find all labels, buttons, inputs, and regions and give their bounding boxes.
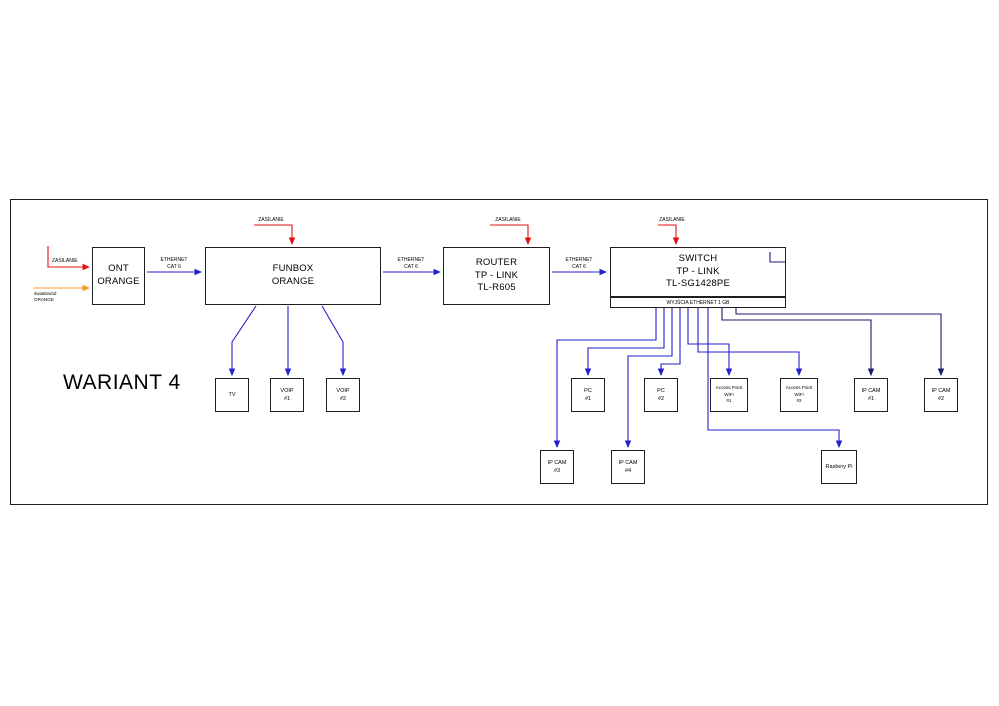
device-pc2-line2: #2 — [657, 396, 665, 402]
ont-label-line2: ORANGE — [97, 276, 140, 287]
fiber-label-line1: światłowód — [34, 291, 57, 296]
device-voip2-line1: VOIP — [336, 387, 350, 394]
power-wire-funbox — [254, 224, 296, 246]
power-wire-ont — [47, 246, 91, 271]
switch-ports-label: WYJŚCIA ETHERNET 1 GB — [666, 299, 730, 306]
power-label-ont: ZASILANIE — [52, 258, 92, 265]
power-label-router: ZASILANIE — [488, 217, 528, 224]
fiber-label-line2: ORANGE — [34, 296, 54, 302]
device-pc1: PC #1 — [571, 378, 605, 412]
device-ipcam2-line2: #2 — [937, 396, 945, 402]
router-label-line2: TP - LINK — [474, 269, 519, 281]
eth-label-router-switch: ETHERNET CAT 6 — [554, 257, 604, 270]
wire-switch-raspi — [707, 308, 843, 449]
eth-label-1-line2: CAT 6 — [167, 263, 181, 270]
device-pc2: PC #2 — [644, 378, 678, 412]
wire-switch-ipcam4 — [624, 308, 673, 449]
wire-switch-pc2 — [657, 308, 681, 377]
diagram-title: WARIANT 4 — [63, 371, 181, 394]
eth-label-2-line1: ETHERNET — [397, 257, 425, 263]
device-ipcam3-line2: #3 — [553, 468, 561, 474]
device-voip2-line2: #2 — [339, 396, 347, 402]
power-wire-switch — [658, 224, 680, 246]
device-ap1-line3: #1 — [726, 398, 732, 404]
eth-label-3-line1: ETHERNET — [565, 257, 593, 263]
wire-switch-ap2 — [697, 308, 803, 377]
funbox-label-line1: FUNBOX — [272, 263, 314, 275]
wire-switch-ipcam1 — [721, 308, 875, 377]
device-pc2-line1: PC — [657, 387, 665, 394]
power-wire-router — [490, 224, 532, 246]
switch-ports-strip: WYJŚCIA ETHERNET 1 GB — [610, 297, 786, 308]
power-label-ont-text: ZASILANIE — [52, 258, 78, 264]
ont-label-line1: ONT — [108, 263, 129, 275]
device-pc1-line2: #1 — [584, 396, 592, 402]
device-voip1: VOIP #1 — [270, 378, 304, 412]
wire-funbox-tv — [228, 305, 257, 377]
switch-label-line1: SWITCH — [678, 252, 718, 264]
device-voip1-line2: #1 — [283, 396, 291, 402]
power-label-switch: ZASILANIE — [652, 217, 692, 224]
eth-label-ont-funbox: ETHERNET CAT 6 — [149, 257, 199, 270]
switch-box: SWITCH TP - LINK TL-SG1428PE — [610, 247, 786, 297]
switch-label-line3: TL-SG1428PE — [666, 278, 730, 290]
device-voip2: VOIP #2 — [326, 378, 360, 412]
eth-label-3-line2: CAT 6 — [572, 263, 586, 270]
device-ap1: Access Point WiFi #1 — [710, 378, 748, 412]
eth-label-2-line2: CAT 6 — [404, 263, 418, 270]
wire-switch-pc1 — [584, 308, 665, 377]
eth-label-funbox-router: ETHERNET CAT 6 — [386, 257, 436, 270]
device-ipcam4: IP CAM #4 — [611, 450, 645, 484]
device-raspi-label: Rasbery Pi — [825, 463, 853, 470]
device-ipcam4-line2: #4 — [624, 468, 632, 474]
power-label-funbox-text: ZASILANIE — [258, 217, 284, 223]
device-ap1-line1: Access Point — [715, 385, 743, 391]
device-ipcam3-line1: IP CAM — [547, 459, 567, 466]
device-ipcam2: IP CAM #2 — [924, 378, 958, 412]
router-label-line3: TL-R605 — [477, 282, 516, 294]
device-ipcam1-line1: IP CAM — [861, 387, 881, 394]
wire-switch-ipcam3 — [553, 308, 657, 449]
device-ap1-line2: WiFi — [724, 391, 734, 397]
device-ipcam3: IP CAM #3 — [540, 450, 574, 484]
power-label-switch-text: ZASILANIE — [659, 217, 685, 223]
device-pc1-line1: PC — [584, 387, 592, 394]
device-ipcam1: IP CAM #1 — [854, 378, 888, 412]
funbox-box: FUNBOX ORANGE — [205, 247, 381, 305]
fiber-label: światłowód ORANGE — [34, 291, 82, 303]
device-ipcam1-line2: #1 — [867, 396, 875, 402]
router-box: ROUTER TP - LINK TL-R605 — [443, 247, 550, 305]
device-ap2-line1: Access Point — [785, 385, 813, 391]
funbox-label-line2: ORANGE — [271, 276, 315, 287]
wire-funbox-voip2 — [321, 305, 347, 377]
device-ap2-line2: WiFi — [794, 391, 804, 397]
device-voip1-line1: VOIP — [280, 387, 294, 394]
device-ap2-line3: #2 — [796, 398, 802, 404]
power-label-funbox: ZASILANIE — [251, 217, 291, 224]
device-tv: TV — [215, 378, 249, 412]
device-ap2: Access Point WiFi #2 — [780, 378, 818, 412]
device-raspi: Rasbery Pi — [821, 450, 857, 484]
router-label-line1: ROUTER — [475, 256, 518, 268]
device-tv-label: TV — [228, 391, 236, 398]
diagram-frame — [10, 199, 988, 505]
ont-box: ONT ORANGE — [92, 247, 145, 305]
switch-internal-uplink-line — [769, 252, 786, 263]
eth-label-1-line1: ETHERNET — [160, 257, 188, 263]
switch-label-line2: TP - LINK — [676, 265, 720, 277]
device-ipcam4-line1: IP CAM — [618, 459, 638, 466]
device-ipcam2-line1: IP CAM — [931, 387, 951, 394]
power-label-router-text: ZASILANIE — [495, 217, 521, 223]
wire-switch-ipcam2 — [735, 308, 945, 377]
